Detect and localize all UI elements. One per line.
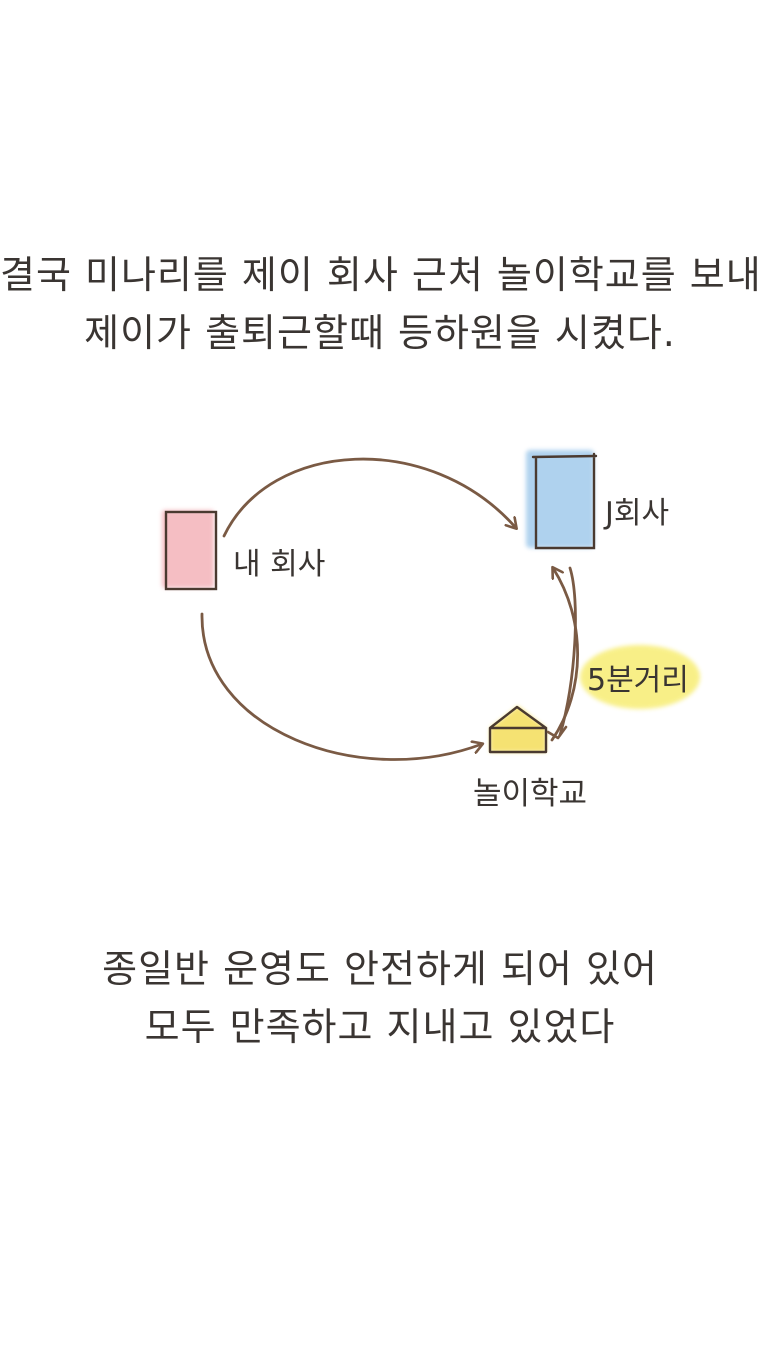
play-school-outline <box>488 705 548 754</box>
my-company-building <box>162 510 218 591</box>
caption-bottom-line-2: 모두 만족하고 지내고 있었다 <box>144 1005 616 1049</box>
caption-bottom: 종일반 운영도 안전하게 되어 있어 모두 만족하고 지내고 있었다 <box>0 940 760 1056</box>
j-company-outline <box>531 452 598 550</box>
j-company-building <box>526 450 598 550</box>
arrow-my-company-to-j-company <box>222 457 516 538</box>
caption-top-line-2: 제이가 출퇴근할때 등하원을 시켰다. <box>84 311 676 355</box>
caption-top-line-1: 결국 미나리를 제이 회사 근처 놀이학교를 보내고 <box>0 253 760 297</box>
play-school-building <box>488 705 548 754</box>
j-company-fill <box>526 450 594 548</box>
caption-bottom-line-1: 종일반 운영도 안전하게 되어 있어 <box>102 947 658 991</box>
arrow-my-company-to-play-school <box>200 612 482 761</box>
caption-top: 결국 미나리를 제이 회사 근처 놀이학교를 보내고 제이가 출퇴근할때 등하원… <box>0 246 760 362</box>
my-company-fill <box>162 510 214 588</box>
my-company-label: 내 회사 <box>233 547 325 582</box>
j-company-label: J회사 <box>603 496 669 531</box>
play-school-label: 놀이학교 <box>473 776 587 812</box>
arrow-j-company-to-play-school-head <box>546 725 568 740</box>
distance-note: 5분거리 <box>587 663 689 698</box>
distance-highlight <box>580 645 700 709</box>
arrow-j-company-to-play-school-line <box>558 566 577 737</box>
my-company-outline <box>164 510 218 591</box>
